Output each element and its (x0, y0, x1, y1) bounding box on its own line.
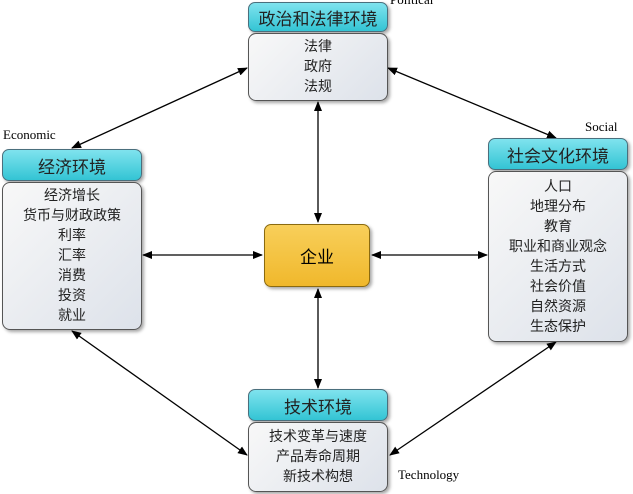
economic-item: 就业 (58, 308, 86, 324)
technology-box: 技术变革与速度 产品寿命周期 新技术构想 (248, 422, 388, 492)
technology-header: 技术环境 (248, 389, 388, 421)
political-item: 法律 (304, 39, 332, 55)
economic-header: 经济环境 (2, 149, 142, 181)
arrow-technology-social (389, 341, 557, 456)
economic-item: 利率 (58, 228, 86, 244)
technology-item: 技术变革与速度 (269, 429, 367, 445)
social-header: 社会文化环境 (488, 138, 628, 170)
arrow-economic-political (71, 67, 248, 149)
social-box: 人口 地理分布 教育 职业和商业观念 生活方式 社会价值 自然资源 生态保护 (488, 171, 628, 342)
social-item: 教育 (544, 218, 572, 235)
arrow-economic-technology (71, 330, 248, 456)
economic-item: 货币与财政政策 (23, 208, 121, 224)
social-item: 职业和商业观念 (509, 238, 607, 255)
enterprise-box: 企业 (264, 224, 370, 287)
social-item: 自然资源 (530, 298, 586, 315)
social-item: 社会价值 (530, 278, 586, 295)
economic-item: 消费 (58, 268, 86, 284)
arrow-political-social (387, 67, 557, 139)
political-header: 政治和法律环境 (248, 2, 388, 32)
social-item: 地理分布 (530, 198, 586, 215)
economic-item: 经济增长 (44, 188, 100, 204)
technology-item: 产品寿命周期 (276, 449, 360, 465)
political-label: Political (390, 0, 433, 8)
technology-label: Technology (398, 467, 460, 482)
social-label: Social (585, 119, 618, 134)
social-item: 人口 (544, 178, 572, 195)
economic-label: Economic (3, 127, 56, 142)
political-box: 法律 政府 法规 (248, 33, 388, 101)
political-item: 法规 (304, 79, 332, 95)
technology-item: 新技术构想 (283, 469, 353, 485)
economic-item: 投资 (58, 288, 86, 304)
economic-item: 汇率 (58, 248, 86, 264)
social-item: 生活方式 (530, 258, 586, 275)
political-item: 政府 (304, 59, 332, 75)
economic-box: 经济增长 货币与财政政策 利率 汇率 消费 投资 就业 (2, 182, 142, 330)
social-item: 生态保护 (530, 318, 586, 335)
